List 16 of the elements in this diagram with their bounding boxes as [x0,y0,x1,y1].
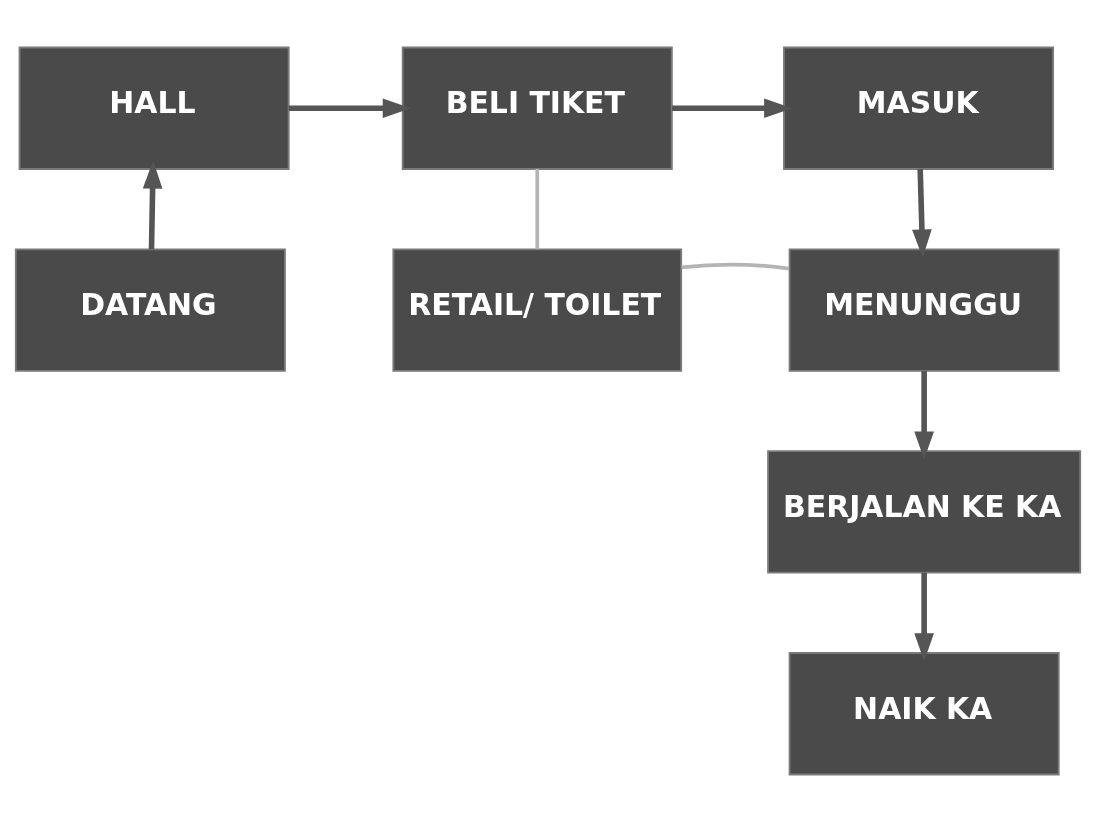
arrow [288,97,411,118]
node-box: BELI TIKET [401,46,673,170]
node-box: MASUK [783,46,1055,170]
node-box: BERJALAN KE KA [767,449,1082,574]
arrow [914,370,934,459]
arrow [912,168,932,258]
node-box: RETAIL/ TOILET [392,247,683,372]
arrow [914,572,934,661]
connector [681,262,790,271]
connector [535,168,540,249]
node-box: MENUNGGU [788,247,1060,372]
arrow [142,160,163,249]
arrow [672,97,793,118]
node-box: NAIK KA [788,651,1060,775]
node-box: HALL [18,46,290,170]
node-box: DATANG [14,247,286,372]
